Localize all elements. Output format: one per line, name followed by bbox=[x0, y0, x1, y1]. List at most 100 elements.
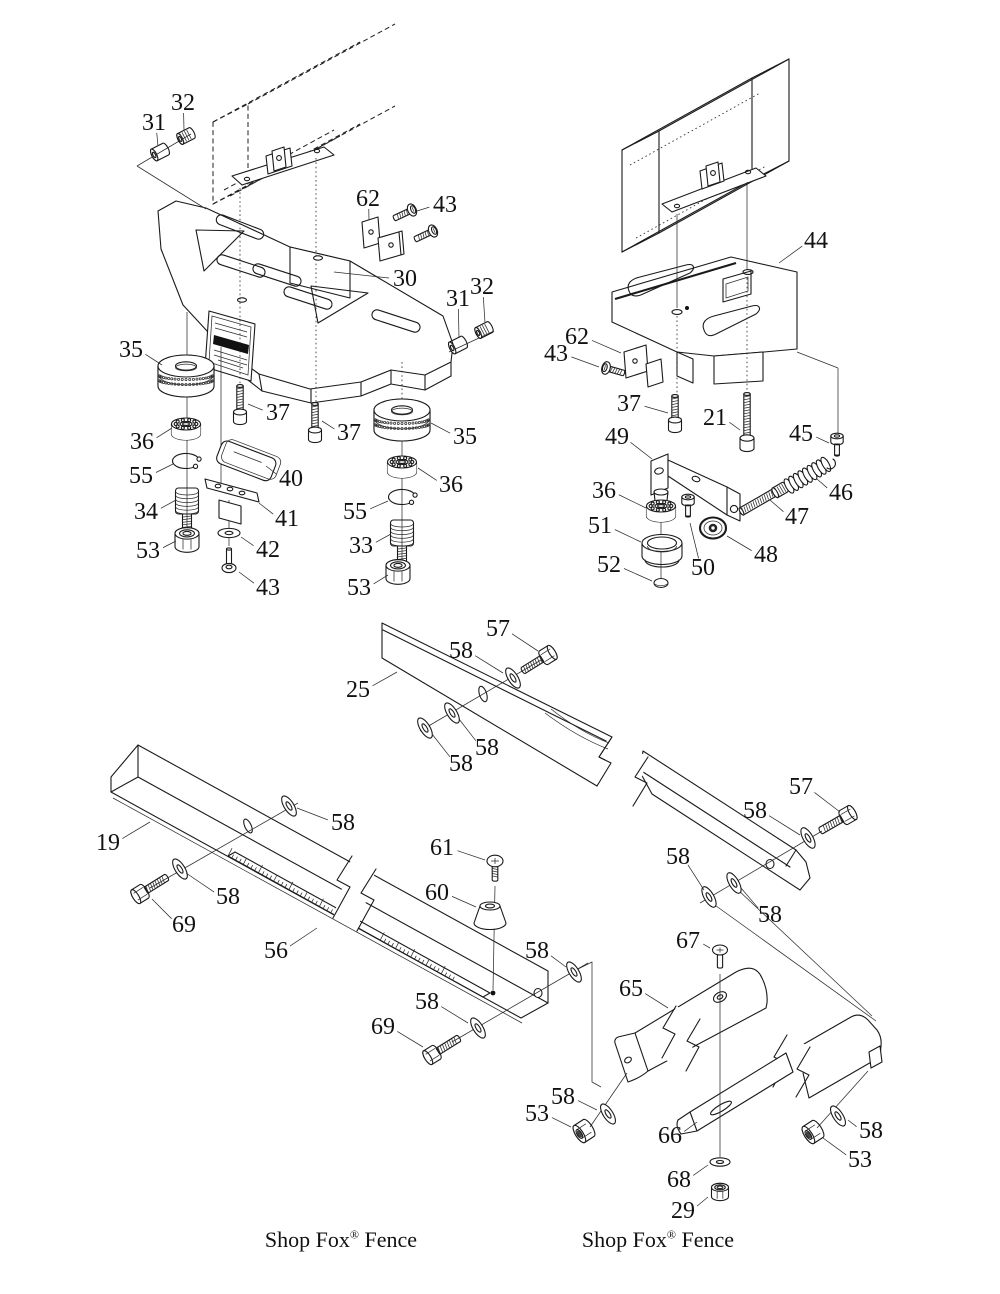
leader-line bbox=[482, 296, 486, 324]
leader-line bbox=[265, 465, 278, 475]
rubber-pad bbox=[653, 577, 669, 589]
snap-ring bbox=[171, 452, 202, 470]
callout-51: 51 bbox=[588, 513, 612, 539]
leader-line bbox=[689, 522, 699, 559]
callout-66: 66 bbox=[658, 1123, 682, 1149]
part-65-bar bbox=[614, 967, 768, 1083]
leader-line bbox=[645, 993, 669, 1009]
callout-58: 58 bbox=[758, 902, 782, 928]
callout-57: 57 bbox=[486, 616, 510, 642]
leader-line bbox=[289, 927, 318, 947]
part-62-clip-left bbox=[361, 216, 405, 262]
washer bbox=[830, 1105, 846, 1127]
leader-line bbox=[373, 574, 389, 585]
leader-line bbox=[814, 792, 841, 813]
callout-50: 50 bbox=[691, 555, 715, 581]
bearing bbox=[170, 417, 202, 441]
callout-36: 36 bbox=[439, 472, 463, 498]
callout-58: 58 bbox=[415, 989, 439, 1015]
leader-line bbox=[162, 540, 177, 548]
hex-nut bbox=[174, 527, 200, 553]
hex-bolt bbox=[422, 1034, 462, 1066]
part-30-fence-body bbox=[157, 200, 454, 404]
leader-line bbox=[247, 403, 263, 411]
leader-line bbox=[729, 422, 741, 431]
callout-36: 36 bbox=[592, 478, 616, 504]
callout-44: 44 bbox=[804, 228, 828, 254]
leader-line bbox=[122, 821, 151, 839]
part-19-rail bbox=[110, 744, 549, 1024]
callout-58: 58 bbox=[475, 735, 499, 761]
screw-head-67 bbox=[711, 944, 729, 956]
callout-35: 35 bbox=[453, 424, 477, 450]
leader-line bbox=[458, 718, 477, 742]
callout-25: 25 bbox=[346, 677, 370, 703]
far-fence-bar bbox=[772, 1014, 883, 1099]
cap-screw bbox=[667, 394, 683, 434]
leader-line bbox=[417, 467, 437, 481]
leader-line bbox=[156, 132, 159, 147]
washer bbox=[600, 1103, 616, 1125]
callout-35: 35 bbox=[119, 337, 143, 363]
callout-30: 30 bbox=[393, 266, 417, 292]
callout-58: 58 bbox=[666, 844, 690, 870]
callout-55: 55 bbox=[343, 499, 367, 525]
callout-56: 56 bbox=[264, 938, 288, 964]
leader-line bbox=[692, 1164, 709, 1176]
callout-49: 49 bbox=[605, 424, 629, 450]
set-screw bbox=[176, 127, 196, 145]
washer bbox=[172, 858, 188, 880]
leader-line bbox=[145, 354, 163, 366]
callout-37: 37 bbox=[617, 391, 641, 417]
leader-line bbox=[726, 535, 752, 551]
leader-line bbox=[683, 1121, 698, 1132]
leader-line bbox=[240, 536, 254, 546]
callout-58: 58 bbox=[449, 638, 473, 664]
callout-46: 46 bbox=[829, 480, 853, 506]
pan-screw bbox=[392, 203, 418, 222]
leader-line bbox=[630, 442, 653, 460]
callout-53: 53 bbox=[136, 538, 160, 564]
leader-line bbox=[430, 422, 451, 434]
part-62-clip-right bbox=[623, 344, 664, 388]
hex-bolt bbox=[520, 644, 558, 675]
leader-line bbox=[321, 420, 335, 430]
leader-line bbox=[778, 245, 803, 264]
callout-31: 31 bbox=[142, 110, 166, 136]
leader-line bbox=[451, 896, 477, 908]
callout-68: 68 bbox=[667, 1167, 691, 1193]
callout-62: 62 bbox=[356, 186, 380, 212]
washer bbox=[709, 1157, 731, 1167]
washer bbox=[800, 827, 816, 849]
callout-53: 53 bbox=[525, 1101, 549, 1127]
callout-67: 67 bbox=[676, 928, 700, 954]
cap-screw bbox=[232, 384, 248, 426]
leader-line bbox=[591, 340, 622, 354]
leader-line bbox=[768, 815, 801, 836]
cone-knob bbox=[473, 901, 507, 931]
leader-line bbox=[238, 571, 255, 584]
hex-nut bbox=[710, 1182, 730, 1202]
leader-line bbox=[372, 671, 398, 687]
callout-34: 34 bbox=[134, 499, 158, 525]
leader-line bbox=[769, 499, 784, 512]
leader-line bbox=[740, 887, 759, 909]
bearing bbox=[386, 455, 418, 479]
washer bbox=[444, 702, 460, 724]
leader-line bbox=[151, 898, 172, 919]
leader-line bbox=[160, 499, 177, 509]
cap-screw-down bbox=[681, 493, 695, 518]
callout-19: 19 bbox=[96, 830, 120, 856]
washer bbox=[281, 795, 297, 817]
cap-screw bbox=[739, 392, 755, 453]
leader-line bbox=[296, 807, 328, 821]
leader-line bbox=[258, 502, 274, 515]
leader-line bbox=[687, 864, 705, 891]
guide-rail-right bbox=[621, 58, 790, 253]
callout-31: 31 bbox=[446, 286, 470, 312]
screw-head-61 bbox=[486, 854, 504, 868]
washer bbox=[417, 717, 433, 739]
callout-48: 48 bbox=[754, 542, 778, 568]
bushing bbox=[447, 335, 469, 355]
